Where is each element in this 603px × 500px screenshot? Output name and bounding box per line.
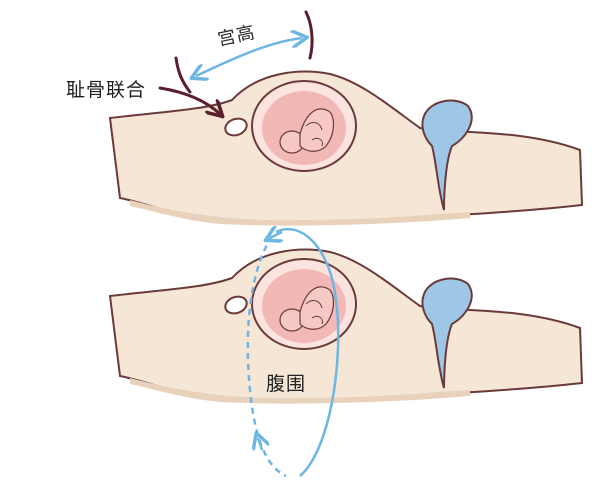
bottom-body [108,248,584,404]
fundal-tick-right [304,10,314,60]
abdomen-loop-front [246,235,287,478]
bottom-back-shade [130,378,470,404]
top-back-shade [130,200,470,226]
abdomen-loop-arrow-top [270,232,282,238]
fundal-height-arc-arrow [196,38,302,76]
bottom-fetus [279,286,335,332]
symphysis-pointer-arrow [158,86,220,114]
pubic-symphysis-label: 耻骨联合 [66,79,147,101]
abdominal-circumference-label: 腹围 [266,373,307,395]
top-fetus [279,108,335,154]
bottom-bladder [421,277,473,389]
bottom-pubic-symphysis-marker [224,295,248,315]
abdomen-loop-back [275,227,340,477]
top-bladder [421,99,473,211]
top-body [108,70,584,226]
fundal-tick-left [174,56,192,94]
top-pubic-symphysis-marker [224,117,248,137]
abdomen-loop-arrow-bottom [258,438,262,450]
